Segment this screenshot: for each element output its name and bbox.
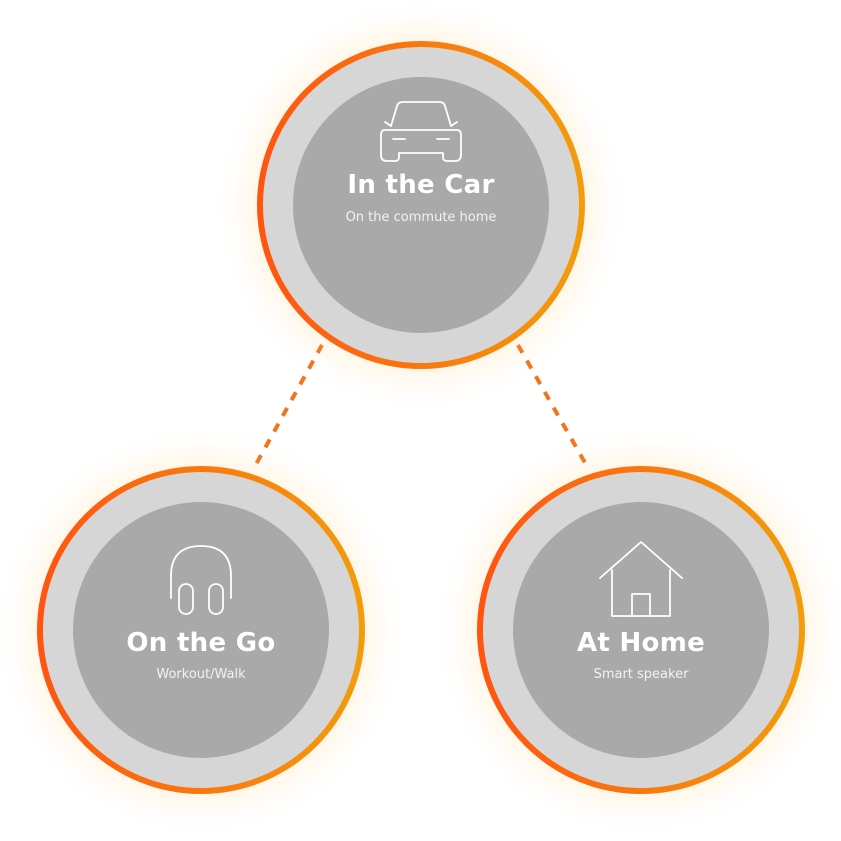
house-icon xyxy=(596,538,686,624)
node-at-home: At Home Smart speaker xyxy=(477,466,805,794)
node-inner-circle: At Home Smart speaker xyxy=(513,502,769,758)
node-inner-circle: On the Go Workout/Walk xyxy=(73,502,329,758)
node-gray-ring: In the Car On the commute home xyxy=(263,47,579,363)
node-subtitle: Workout/Walk xyxy=(156,667,246,682)
node-subtitle: Smart speaker xyxy=(593,667,689,682)
headphones-icon xyxy=(157,540,245,624)
node-subtitle: On the commute home xyxy=(345,210,497,225)
node-gray-ring: At Home Smart speaker xyxy=(483,472,799,788)
car-icon xyxy=(375,97,467,175)
node-inner-circle: In the Car On the commute home xyxy=(293,77,549,333)
connector-car-home xyxy=(516,344,590,469)
node-title: On the Go xyxy=(126,628,276,658)
node-gray-ring: On the Go Workout/Walk xyxy=(43,472,359,788)
node-title: In the Car xyxy=(347,170,495,200)
connector-car-go xyxy=(252,344,324,469)
node-title: At Home xyxy=(576,628,706,658)
node-in-the-car: In the Car On the commute home xyxy=(257,41,585,369)
node-on-the-go: On the Go Workout/Walk xyxy=(37,466,365,794)
